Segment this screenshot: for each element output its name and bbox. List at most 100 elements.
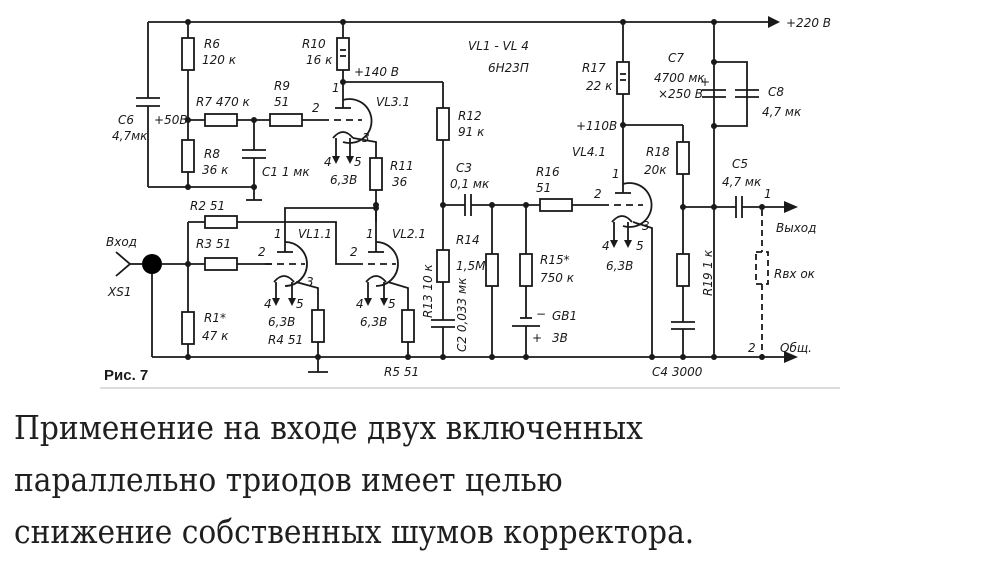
r2-resistor xyxy=(204,215,238,229)
wire xyxy=(284,207,376,252)
c2-label: C2 0,033 мк xyxy=(455,277,469,352)
r1-value: 47 к xyxy=(202,329,229,343)
svg-text:4: 4 xyxy=(356,297,364,311)
vl1-triode xyxy=(265,241,308,287)
c3-value: 0,1 мк xyxy=(450,177,490,191)
r6-resistor xyxy=(181,37,195,71)
r10-value: 16 к xyxy=(306,53,333,67)
r13-resistor xyxy=(436,249,450,283)
r6-name: R6 xyxy=(204,37,220,51)
r14-resistor xyxy=(485,253,499,287)
r16-value: 51 xyxy=(536,181,551,195)
vl1-label: VL1.1 xyxy=(298,227,332,241)
svg-text:5: 5 xyxy=(388,297,396,311)
circuit-schematic: +220 В C6 4,7мк R6 120 к +50В R8 36 к R7… xyxy=(100,16,840,389)
r19-resistor xyxy=(676,253,690,287)
r8-value: 36 к xyxy=(202,163,229,177)
output-arrow xyxy=(784,201,798,213)
r13-label: R13 10 к xyxy=(421,263,435,318)
output-pin1: 1 xyxy=(764,187,772,201)
gb1-value: 3В xyxy=(552,331,568,345)
svg-text:5: 5 xyxy=(296,297,304,311)
c7-rating: ×250 В xyxy=(658,87,703,101)
c7-name: C7 xyxy=(668,51,684,65)
vl3-heater: 6,3В xyxy=(330,173,357,187)
c4-label: C4 3000 xyxy=(652,365,703,379)
vl1-heater: 6,3В xyxy=(268,315,295,329)
node-140v-label: +140 В xyxy=(354,65,399,79)
c7-value: 4700 мк xyxy=(654,71,705,85)
figure-label: Рис. 7 xyxy=(104,367,148,384)
node-50v-label: +50В xyxy=(154,113,188,127)
r17-value: 22 к xyxy=(586,79,613,93)
input-label: Вход xyxy=(106,235,137,249)
c1-label: C1 1 мк xyxy=(262,165,310,179)
caption-line: параллельно триодов имеет целью xyxy=(14,460,563,499)
svg-text:4: 4 xyxy=(602,239,610,253)
wire xyxy=(632,221,653,357)
vl1-anode-pin: 1 xyxy=(274,227,282,241)
r2-label: R2 51 xyxy=(190,199,225,213)
r9-resistor xyxy=(269,113,303,127)
vl4-heater: 6,3В xyxy=(606,259,633,273)
r8-resistor xyxy=(181,139,195,173)
r9-name: R9 xyxy=(274,79,290,93)
vl2-grid-pin: 2 xyxy=(350,245,358,259)
output-label: Выход xyxy=(776,221,816,235)
r7-resistor xyxy=(204,113,238,127)
vl4-grid-pin: 2 xyxy=(594,187,602,201)
c3-name: C3 xyxy=(456,161,472,175)
r3-label: R3 51 xyxy=(196,237,231,251)
r12-name: R12 xyxy=(458,109,482,123)
svg-text:4: 4 xyxy=(264,297,272,311)
r1-name: R1* xyxy=(204,311,226,325)
r14-value: 1,5М xyxy=(456,259,486,273)
svg-text:5: 5 xyxy=(354,155,362,169)
input-jack xyxy=(115,251,132,277)
vl1-cathode-pin: 3 xyxy=(306,275,314,289)
wire xyxy=(237,221,356,265)
c8-name: C8 xyxy=(768,85,784,99)
r18-name: R18 xyxy=(646,145,670,159)
tube-type-label: VL1 - VL 4 xyxy=(468,39,529,53)
node-110v-label: +110В xyxy=(576,119,617,133)
r10-name: R10 xyxy=(302,37,326,51)
r16-resistor xyxy=(539,198,573,212)
caption-line: Применение на входе двух включенных xyxy=(14,408,643,447)
r5-label: R5 51 xyxy=(384,365,419,379)
input-connector xyxy=(142,254,162,274)
supply-arrow xyxy=(768,16,780,28)
r6-value: 120 к xyxy=(202,53,237,67)
caption: Применение на входе двух включенных пара… xyxy=(14,402,896,558)
r9-value: 51 xyxy=(274,95,289,109)
wire xyxy=(352,137,377,158)
vl4-label: VL4.1 xyxy=(572,145,606,159)
r11-name: R11 xyxy=(390,159,414,173)
gb1-name: GB1 xyxy=(552,309,577,323)
r15-value: 750 к xyxy=(540,271,575,285)
r4-resistor xyxy=(311,309,325,343)
load-label: Rвх ок xyxy=(774,267,816,281)
r4-label: R4 51 xyxy=(268,333,303,347)
r15-resistor xyxy=(519,253,533,287)
vl2-anode-pin: 1 xyxy=(366,227,374,241)
c6-name: C6 xyxy=(118,113,134,127)
tube-model-label: 6Н23П xyxy=(488,61,529,75)
vl2-triode xyxy=(356,241,399,287)
r11-value: 36 xyxy=(392,175,408,189)
r14-name: R14 xyxy=(456,233,480,247)
vl2-heater: 6,3В xyxy=(360,315,387,329)
r17-resistor xyxy=(616,61,630,95)
svg-text:4: 4 xyxy=(324,155,332,169)
vl3-label: VL3.1 xyxy=(376,95,410,109)
vl3-anode-pin: 1 xyxy=(332,81,340,95)
wire xyxy=(387,281,409,310)
output-pin2: 2 xyxy=(748,341,756,355)
r7-label: R7 470 к xyxy=(196,95,251,109)
vl1-grid-pin: 2 xyxy=(258,245,266,259)
svg-text:−: − xyxy=(536,307,546,321)
r12-resistor xyxy=(436,107,450,141)
svg-text:5: 5 xyxy=(636,239,644,253)
r8-name: R8 xyxy=(204,147,220,161)
r12-value: 91 к xyxy=(458,125,485,139)
